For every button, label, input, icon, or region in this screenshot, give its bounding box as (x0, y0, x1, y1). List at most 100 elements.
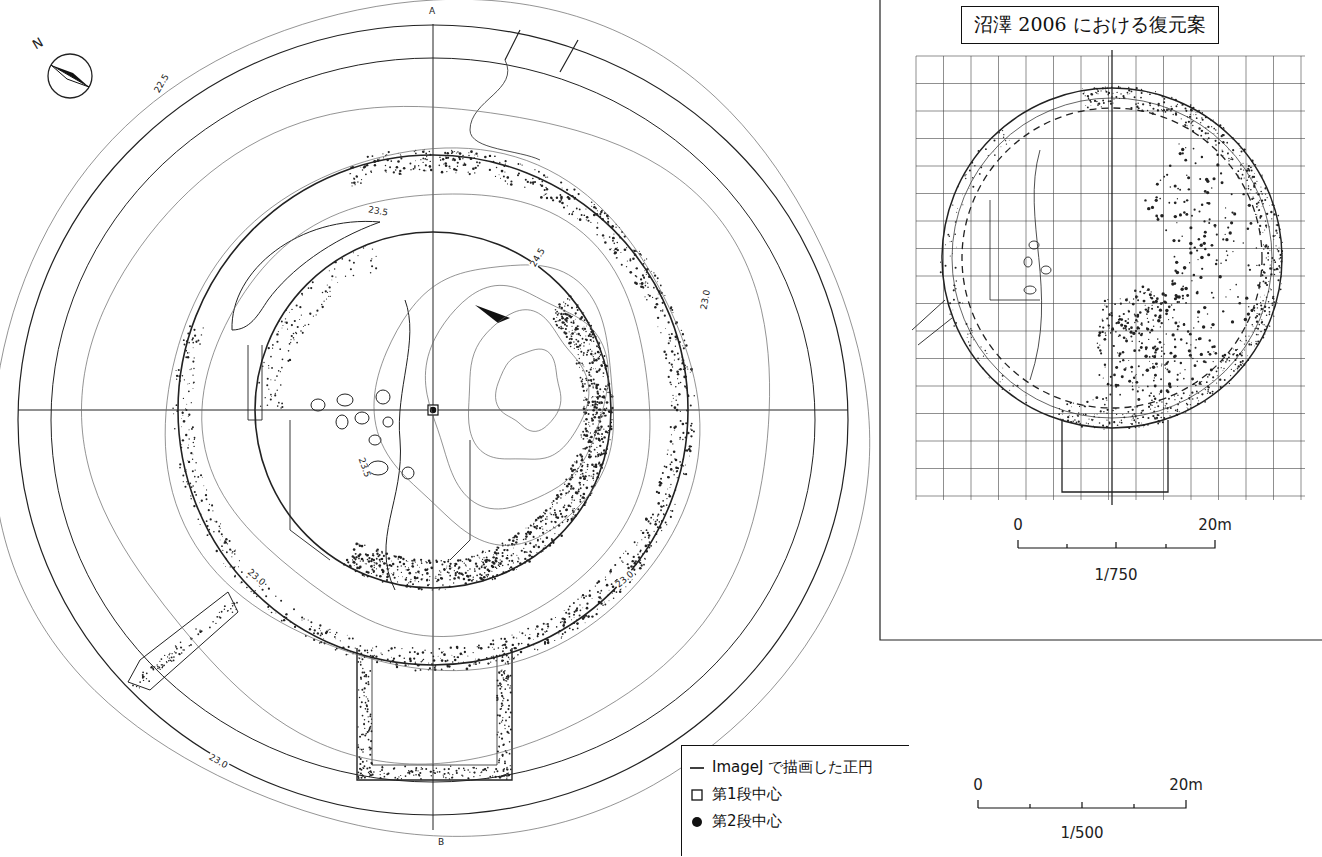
stipple (485, 566, 486, 567)
stipple (432, 568, 433, 569)
stipple (567, 304, 569, 306)
stipple (320, 635, 322, 637)
stipple (570, 321, 572, 323)
stipple (181, 426, 182, 427)
stipple (530, 182, 532, 184)
stipple (595, 208, 597, 210)
stipple (446, 152, 449, 155)
stipple (603, 372, 605, 374)
stipple (563, 328, 564, 329)
stipple (634, 250, 636, 252)
stipple (590, 339, 592, 341)
stipple (469, 173, 471, 175)
stipple (525, 179, 527, 181)
stipple (191, 498, 192, 499)
stipple (513, 536, 515, 538)
stipple (660, 509, 662, 511)
stipple (609, 570, 612, 573)
stipple (506, 549, 508, 551)
stipple (477, 165, 479, 167)
stipple (500, 559, 501, 560)
stipple (225, 538, 227, 540)
stipple (428, 559, 431, 562)
stipple (589, 590, 591, 592)
stipple (388, 650, 390, 652)
stipple (458, 662, 459, 663)
stipple (409, 658, 412, 661)
stipple (454, 570, 455, 571)
stipple (184, 344, 186, 346)
stipple (518, 644, 519, 645)
stipple (471, 158, 472, 159)
stipple (319, 642, 320, 643)
stipple (505, 163, 506, 164)
stipple (580, 351, 582, 353)
stipple (536, 552, 537, 553)
stipple (285, 613, 287, 615)
stipple (648, 520, 650, 522)
stipple (611, 394, 612, 395)
stipple (543, 548, 545, 550)
stipple (565, 612, 567, 614)
stipple (590, 325, 592, 327)
stipple (449, 168, 450, 169)
stipple (355, 543, 358, 546)
stipple (358, 558, 360, 560)
stipple (422, 651, 424, 653)
stipple (403, 167, 406, 170)
stipple (413, 657, 415, 659)
stipple (585, 430, 588, 433)
stipple (432, 589, 433, 590)
stipple (390, 160, 392, 162)
stipple (347, 654, 348, 655)
stipple (583, 345, 584, 346)
stipple (283, 619, 285, 621)
stipple (604, 603, 606, 605)
stipple (593, 474, 595, 476)
stipple (440, 571, 441, 572)
stipple (473, 556, 474, 557)
stipple (534, 648, 536, 650)
stipple (534, 181, 536, 183)
stipple (320, 630, 321, 631)
stipple (586, 219, 587, 220)
stipple (207, 525, 209, 527)
stipple (473, 157, 475, 159)
stipple (405, 566, 406, 567)
stipple (414, 167, 416, 169)
stipple (483, 576, 486, 579)
stipple (540, 551, 542, 553)
stipple (627, 563, 629, 565)
stipple (176, 404, 178, 406)
stipple (619, 591, 622, 594)
stipple (373, 160, 376, 163)
stipple (576, 208, 578, 210)
stipple (675, 400, 677, 402)
stipple (438, 589, 439, 590)
stipple (194, 334, 196, 336)
stipple (181, 418, 182, 419)
stipple (203, 327, 204, 328)
stipple (229, 540, 231, 542)
stipple (365, 173, 367, 175)
stipple (187, 356, 189, 358)
stipple (582, 338, 584, 340)
stipple (648, 294, 649, 295)
stipple (686, 366, 687, 367)
stipple (676, 338, 677, 339)
stipple (567, 492, 569, 494)
stipple (492, 579, 494, 581)
stipple (657, 281, 658, 282)
stipple (568, 609, 570, 611)
stipple (187, 483, 188, 484)
stipple (343, 563, 345, 565)
stipple (613, 597, 615, 599)
stipple (329, 632, 330, 633)
stipple (674, 406, 677, 409)
stipple (610, 573, 611, 574)
stipple (684, 365, 686, 367)
stipple (665, 522, 667, 524)
stipple (647, 283, 648, 284)
stipple (590, 376, 591, 377)
stipple (649, 523, 651, 525)
